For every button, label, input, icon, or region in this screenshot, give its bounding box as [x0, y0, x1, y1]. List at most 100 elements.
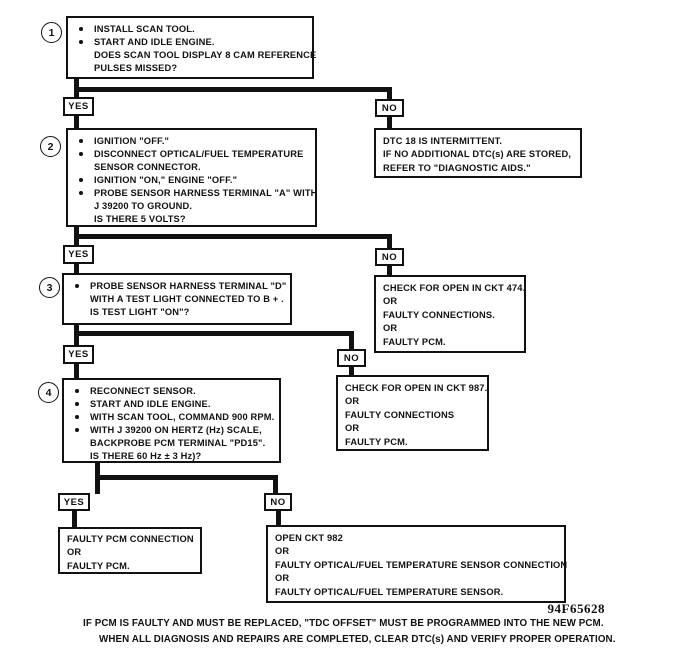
step-text: SENSOR CONNECTOR.: [94, 162, 201, 172]
footnote-line: WHEN ALL DIAGNOSIS AND REPAIRS ARE COMPL…: [99, 634, 616, 645]
connector-step2-no-stub: [387, 234, 392, 249]
yes-label-4: YES: [58, 493, 90, 511]
yes-text: YES: [68, 101, 89, 112]
step-number: 4: [45, 386, 52, 399]
connector-yes4-faultypcm: [72, 510, 77, 528]
no-label-4: NO: [264, 493, 292, 511]
bullet-dot-icon: [75, 389, 79, 393]
step-line: PROBE SENSOR HARNESS TERMINAL "D": [64, 280, 290, 293]
step-text: DOES SCAN TOOL DISPLAY 8 CAM REFERENCE: [94, 50, 317, 60]
step-4-box: RECONNECT SENSOR. START AND IDLE ENGINE.…: [62, 378, 281, 463]
step-text: PROBE SENSOR HARNESS TERMINAL "D": [90, 281, 287, 291]
bullet-dot-icon: [75, 428, 79, 432]
outcome-line: OR: [376, 295, 524, 308]
yes-text: YES: [68, 349, 89, 360]
connector-no1-dtc18: [387, 116, 392, 129]
step-text: WITH A TEST LIGHT CONNECTED TO B + .: [90, 294, 284, 304]
connector-step4-bar: [95, 475, 278, 480]
step-text: IGNITION "ON," ENGINE "OFF.": [94, 175, 238, 185]
connector-yes2-step3: [74, 263, 79, 274]
step-text: J 39200 TO GROUND.: [94, 201, 193, 211]
step-1-number-circle: 1: [41, 22, 62, 43]
step-text: DISCONNECT OPTICAL/FUEL TEMPERATURE: [94, 149, 304, 159]
step-line: START AND IDLE ENGINE.: [64, 398, 279, 411]
step-line: IS THERE 60 Hz ± 3 Hz)?: [64, 450, 279, 463]
step-line: IGNITION "ON," ENGINE "OFF.": [68, 174, 315, 187]
bullet-dot-icon: [79, 40, 83, 44]
step-line: IS TEST LIGHT "ON"?: [64, 306, 290, 319]
outcome-line: CHECK FOR OPEN IN CKT 987.: [338, 382, 487, 395]
no-label-1: NO: [375, 99, 404, 117]
outcome-ckt987-box: CHECK FOR OPEN IN CKT 987. OR FAULTY CON…: [336, 375, 489, 451]
step-text: START AND IDLE ENGINE.: [94, 37, 215, 47]
step-text: WITH J 39200 ON HERTZ (Hz) SCALE,: [90, 425, 262, 435]
step-line: WITH SCAN TOOL, COMMAND 900 RPM.: [64, 411, 279, 424]
bullet-dot-icon: [75, 415, 79, 419]
outcome-text: FAULTY CONNECTIONS: [345, 409, 455, 420]
no-label-3: NO: [337, 349, 366, 367]
step-number: 1: [48, 26, 55, 39]
step-text: RECONNECT SENSOR.: [90, 386, 196, 396]
outcome-text: OR: [383, 296, 398, 307]
outcome-line: CHECK FOR OPEN IN CKT 474.: [376, 282, 526, 295]
connector-no4-ckt982: [276, 510, 281, 526]
outcome-line: FAULTY PCM.: [60, 560, 200, 573]
bullet-dot-icon: [79, 27, 83, 31]
step-4-number-circle: 4: [38, 382, 59, 403]
outcome-line: FAULTY CONNECTIONS.: [376, 309, 524, 322]
step-text: INSTALL SCAN TOOL.: [94, 24, 195, 34]
yes-label-1: YES: [63, 97, 94, 116]
outcome-text: FAULTY PCM.: [383, 336, 446, 347]
figure-number: 94F65628: [547, 601, 605, 616]
step-text: BACKPROBE PCM TERMINAL "PD15".: [90, 438, 266, 448]
footnote-line: IF PCM IS FAULTY AND MUST BE REPLACED, "…: [83, 618, 604, 629]
step-line: START AND IDLE ENGINE.: [68, 36, 312, 49]
step-line: WITH A TEST LIGHT CONNECTED TO B + .: [64, 293, 290, 306]
bullet-dot-icon: [79, 191, 83, 195]
bullet-dot-icon: [79, 152, 83, 156]
outcome-ckt474-box: CHECK FOR OPEN IN CKT 474. OR FAULTY CON…: [374, 275, 526, 353]
step-line: IGNITION "OFF.": [68, 135, 315, 148]
no-text: NO: [381, 102, 398, 114]
step-line: DISCONNECT OPTICAL/FUEL TEMPERATURE: [68, 148, 315, 161]
connector-no3-ckt987: [349, 366, 354, 376]
outcome-line: OR: [338, 422, 487, 435]
step-number: 3: [46, 281, 53, 294]
outcome-text: OPEN CKT 982: [275, 533, 343, 543]
outcome-text: FAULTY CONNECTIONS.: [383, 309, 496, 320]
step-text: PROBE SENSOR HARNESS TERMINAL "A" WITH: [94, 188, 318, 198]
no-text: NO: [270, 496, 286, 508]
outcome-text: CHECK FOR OPEN IN CKT 987.: [345, 383, 488, 393]
outcome-text: CHECK FOR OPEN IN CKT 474.: [383, 283, 526, 293]
outcome-dtc18-box: DTC 18 IS INTERMITTENT. IF NO ADDITIONAL…: [374, 128, 582, 178]
outcome-text: FAULTY OPTICAL/FUEL TEMPERATURE SENSOR.: [275, 586, 504, 597]
step-text: IS THERE 5 VOLTS?: [94, 214, 186, 224]
outcome-text: FAULTY PCM.: [345, 436, 408, 447]
outcome-line: REFER TO "DIAGNOSTIC AIDS.": [376, 162, 580, 175]
step-line: INSTALL SCAN TOOL.: [68, 23, 312, 36]
bullet-dot-icon: [79, 139, 83, 143]
outcome-line: FAULTY PCM.: [338, 436, 487, 449]
outcome-text: FAULTY PCM CONNECTION: [67, 534, 194, 544]
no-text: NO: [343, 352, 360, 364]
yes-text: YES: [68, 249, 89, 260]
outcome-line: FAULTY OPTICAL/FUEL TEMPERATURE SENSOR C…: [268, 559, 568, 572]
outcome-line: FAULTY OPTICAL/FUEL TEMPERATURE SENSOR.: [268, 586, 564, 599]
outcome-line: OR: [268, 545, 564, 558]
no-label-2: NO: [375, 248, 404, 266]
connector-yes1-step2: [74, 115, 79, 129]
step-line: J 39200 TO GROUND.: [68, 200, 315, 213]
outcome-line: FAULTY PCM.: [376, 336, 524, 349]
outcome-text: FAULTY OPTICAL/FUEL TEMPERATURE SENSOR C…: [275, 559, 568, 570]
step-text: START AND IDLE ENGINE.: [90, 399, 211, 409]
step-line: PULSES MISSED?: [68, 62, 312, 75]
step-line: DOES SCAN TOOL DISPLAY 8 CAM REFERENCE: [68, 49, 316, 62]
step-1-box: INSTALL SCAN TOOL. START AND IDLE ENGINE…: [66, 16, 316, 79]
outcome-line: FAULTY PCM CONNECTION: [60, 533, 200, 546]
connector-step2-bar: [74, 234, 392, 239]
connector-step4-no-stub: [273, 475, 278, 494]
connector-step3-bar: [74, 331, 354, 336]
step-number: 2: [47, 140, 54, 153]
outcome-text: OR: [275, 546, 290, 557]
